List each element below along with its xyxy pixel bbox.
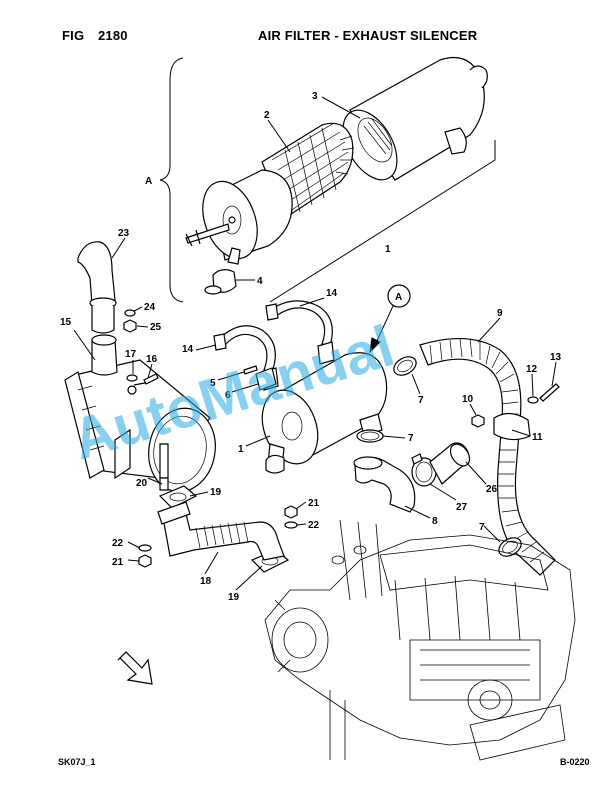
clamp-part-27 — [411, 453, 437, 487]
hose-clamp-part-7-a — [393, 356, 417, 376]
callout-5: 5 — [210, 378, 216, 389]
group-bracket-a — [159, 57, 184, 303]
footer-code-left: SK07J_1 — [58, 757, 96, 767]
nut-part-21-right — [284, 505, 298, 519]
callout-21-left: 21 — [112, 557, 124, 568]
callout-a-bracket: A — [145, 176, 152, 187]
callout-19-bottom: 19 — [228, 592, 240, 603]
callout-19-top: 19 — [210, 487, 222, 498]
callout-14-left: 14 — [182, 344, 194, 355]
washer-part-22-right — [284, 521, 298, 529]
intake-pipe-part-26 — [429, 442, 471, 485]
callout-26: 26 — [486, 484, 498, 495]
filter-cover-part-1-top — [185, 169, 293, 265]
callout-23: 23 — [118, 228, 130, 239]
figure-number: 2180 — [98, 28, 128, 43]
callout-7-b: 7 — [408, 433, 414, 444]
callout-labels: 1 2 3 4 A A 23 24 25 15 17 16 14 14 5 6 … — [60, 91, 562, 603]
callout-22-left: 22 — [112, 538, 124, 549]
exhaust-pipe-part-18 — [157, 501, 285, 561]
figure-title: AIR FILTER - EXHAUST SILENCER — [258, 28, 478, 43]
detail-marker-a — [369, 284, 411, 354]
nut-part-21-left — [138, 554, 152, 568]
nut-part-25 — [123, 319, 137, 333]
callout-3: 3 — [312, 91, 318, 102]
callout-2: 2 — [264, 110, 270, 121]
hose-support-part-11 — [493, 412, 531, 441]
callout-15: 15 — [60, 317, 72, 328]
bracket-part-6 — [255, 367, 277, 391]
rubber-elbow-part-8 — [353, 456, 416, 513]
bolt-part-5 — [243, 365, 258, 375]
callout-18: 18 — [200, 576, 212, 587]
bolt-part-16 — [143, 373, 159, 385]
washer-part-17 — [126, 374, 138, 382]
group-line-1 — [269, 140, 496, 303]
flexible-hose-part-9 — [419, 338, 556, 576]
callout-7-a: 7 — [418, 395, 424, 406]
callout-21-right: 21 — [308, 498, 320, 509]
air-filter-housing-part-3 — [342, 56, 488, 181]
dust-valve-part-4 — [204, 269, 254, 295]
callout-16: 16 — [146, 354, 158, 365]
callout-6: 6 — [225, 390, 231, 401]
callout-13: 13 — [550, 352, 562, 363]
bolt-part-24 — [124, 309, 136, 317]
callout-11: 11 — [532, 432, 543, 443]
hose-clamp-part-7-b — [356, 429, 384, 443]
engine-outline — [264, 519, 576, 761]
callout-9: 9 — [497, 308, 503, 319]
callout-10: 10 — [462, 394, 474, 405]
footer-code-right: B-0220 — [560, 757, 590, 767]
air-filter-assembly-part-1 — [261, 352, 388, 474]
stud-part-20 — [159, 477, 169, 491]
leader-lines — [73, 96, 557, 591]
mounting-band-part-14-right — [265, 300, 335, 365]
callout-1-top: 1 — [385, 244, 391, 255]
gasket-part-19-top — [158, 485, 198, 509]
callout-8: 8 — [432, 516, 438, 527]
washer-part-22-left — [138, 544, 152, 552]
callout-24: 24 — [144, 302, 156, 313]
exhaust-silencer-part-15 — [64, 334, 216, 493]
callout-12: 12 — [526, 364, 538, 375]
callout-a-circle: A — [395, 292, 402, 303]
callout-7-c: 7 — [479, 522, 485, 533]
callout-25: 25 — [150, 322, 162, 333]
front-direction-arrow — [117, 651, 153, 685]
figure-label: FIG — [62, 28, 85, 43]
bolt-part-13 — [539, 383, 560, 402]
exhaust-tail-pipe-part-23 — [77, 241, 117, 334]
callout-22-right: 22 — [308, 520, 320, 531]
callout-4: 4 — [257, 276, 263, 287]
washer-part-12 — [527, 396, 539, 404]
callout-1-mid: 1 — [238, 444, 244, 455]
callout-27: 27 — [456, 502, 468, 513]
callout-17: 17 — [125, 349, 137, 360]
callout-14-right: 14 — [326, 288, 338, 299]
callout-20: 20 — [136, 478, 148, 489]
nut-part-10 — [471, 414, 485, 428]
